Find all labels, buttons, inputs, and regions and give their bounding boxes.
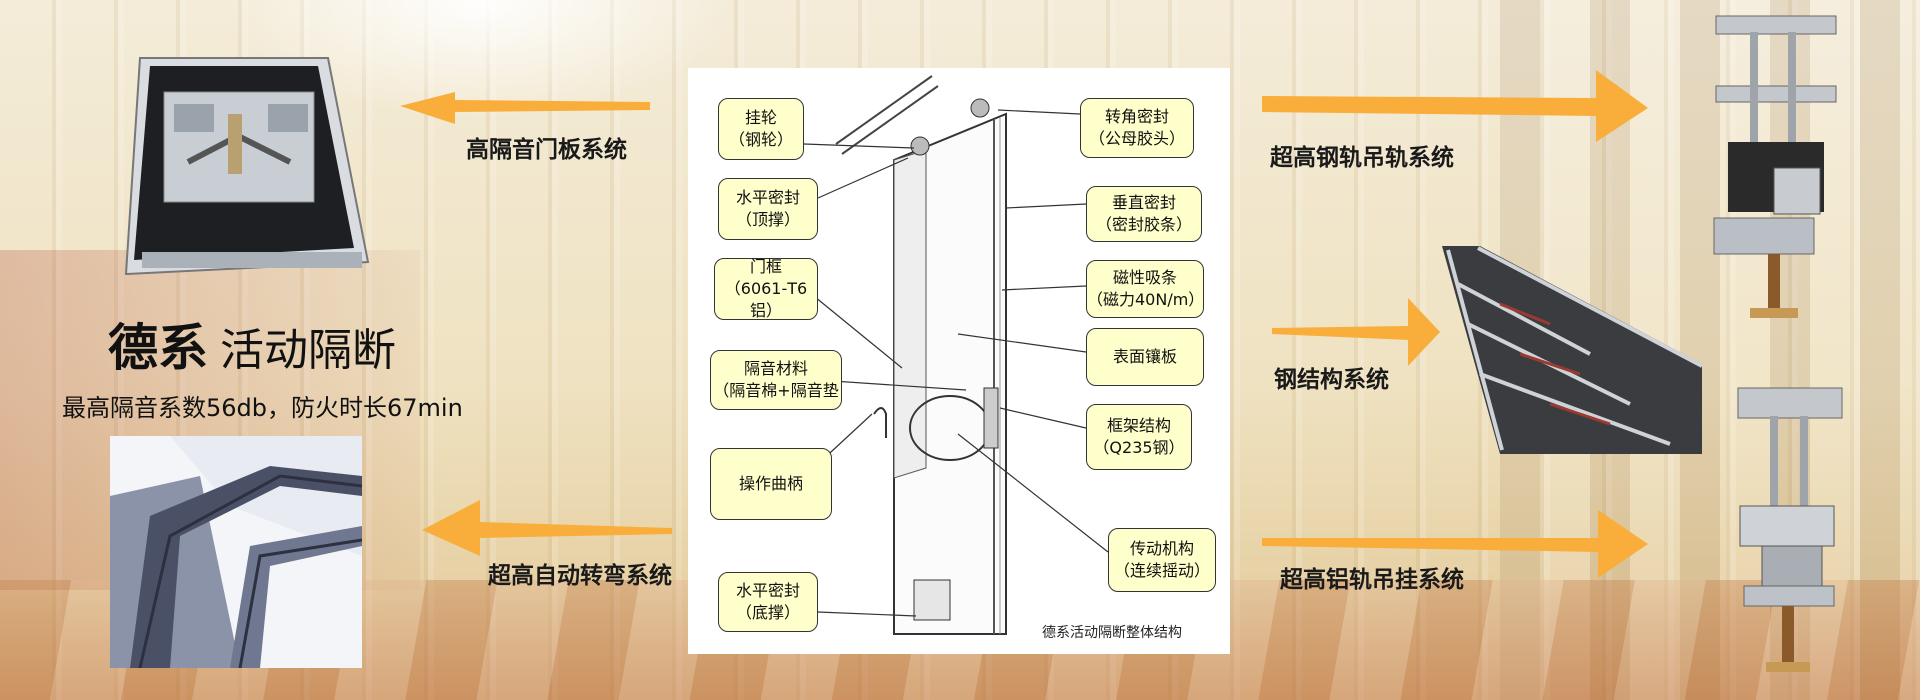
callout-transmission-title: 传动机构	[1129, 539, 1194, 558]
arrow-aluminum-rail	[1262, 510, 1648, 578]
aluminum-rail-hanger-image	[1737, 387, 1843, 672]
arrow-door-panel	[400, 92, 650, 124]
callout-magnetic-strip-title: 磁性吸条	[1112, 268, 1177, 287]
brand-subtitle: 最高隔音系数56db，防火时长67min	[62, 394, 463, 422]
callout-vertical-seal-detail: （密封胶条）	[1095, 215, 1192, 234]
callout-top-horizontal-seal-detail: （顶撑）	[735, 210, 800, 229]
callout-operating-crank: 操作曲柄	[710, 448, 832, 520]
callout-door-frame-detail: （6061-T6铝）	[724, 279, 808, 320]
callout-hanging-wheel: 挂轮 （钢轮）	[718, 98, 804, 160]
label-auto-turn-system: 超高自动转弯系统	[488, 563, 672, 589]
callout-bottom-horizontal-seal-title: 水平密封	[735, 581, 800, 600]
auto-turn-system-image	[110, 436, 362, 668]
arrow-steel-rail	[1262, 70, 1648, 142]
label-steel-rail-system: 超高钢轨吊轨系统	[1270, 145, 1454, 171]
callout-top-horizontal-seal-title: 水平密封	[735, 188, 800, 207]
callout-acoustic-material: 隔音材料 （隔音棉+隔音垫	[710, 350, 842, 410]
callout-frame-structure-detail: （Q235钢）	[1093, 438, 1185, 457]
callout-operating-crank-title: 操作曲柄	[738, 474, 803, 493]
steel-structure-frame-image	[1442, 246, 1702, 454]
arrow-steel-structure	[1272, 298, 1440, 366]
label-door-panel-system: 高隔音门板系统	[466, 137, 627, 163]
brand-title: 德系活动隔断	[108, 308, 396, 380]
brand-title-bold: 德系	[108, 319, 208, 377]
callout-vertical-seal: 垂直密封 （密封胶条）	[1086, 186, 1202, 242]
callout-hanging-wheel-detail: （钢轮）	[728, 130, 793, 149]
arrow-auto-turn	[422, 500, 672, 556]
callout-corner-seal-detail: （公母胶头）	[1088, 129, 1185, 148]
brand-title-rest: 活动隔断	[220, 325, 396, 376]
callout-hanging-wheel-title: 挂轮	[744, 108, 777, 127]
callout-door-frame: 门框 （6061-T6铝）	[714, 257, 818, 320]
callout-acoustic-material-title: 隔音材料	[743, 359, 808, 378]
label-aluminum-rail-system: 超高铝轨吊挂系统	[1280, 567, 1464, 593]
callout-frame-structure: 框架结构 （Q235钢）	[1086, 404, 1192, 470]
callout-acoustic-material-detail: （隔音棉+隔音垫	[713, 381, 839, 400]
diagram-caption: 德系活动隔断整体结构	[1042, 625, 1182, 641]
partition-panel-drawing	[803, 75, 1109, 635]
callout-surface-panel-title: 表面镶板	[1112, 347, 1177, 366]
label-steel-structure-system: 钢结构系统	[1274, 367, 1389, 393]
callout-door-frame-title: 门框	[749, 257, 782, 276]
callout-corner-seal-title: 转角密封	[1104, 107, 1169, 126]
callout-transmission-detail: （连续摇动）	[1113, 561, 1210, 580]
callout-frame-structure-title: 框架结构	[1106, 416, 1171, 435]
callout-bottom-horizontal-seal: 水平密封 （底撑）	[718, 572, 818, 632]
door-panel-mechanism-image	[124, 57, 370, 276]
callout-magnetic-strip-detail: （磁力40N/m）	[1087, 290, 1205, 309]
callout-surface-panel: 表面镶板	[1086, 328, 1204, 386]
callout-corner-seal: 转角密封 （公母胶头）	[1080, 98, 1194, 158]
callout-vertical-seal-title: 垂直密封	[1111, 193, 1176, 212]
callout-transmission: 传动机构 （连续摇动）	[1108, 528, 1216, 592]
steel-rail-hanger-image	[1713, 15, 1837, 318]
structure-diagram: 挂轮 （钢轮） 水平密封 （顶撑） 门框 （6061-T6铝） 隔音材料 （隔音…	[688, 68, 1230, 654]
callout-magnetic-strip: 磁性吸条 （磁力40N/m）	[1086, 260, 1204, 318]
callout-bottom-horizontal-seal-detail: （底撑）	[735, 603, 800, 622]
callout-top-horizontal-seal: 水平密封 （顶撑）	[718, 178, 818, 240]
